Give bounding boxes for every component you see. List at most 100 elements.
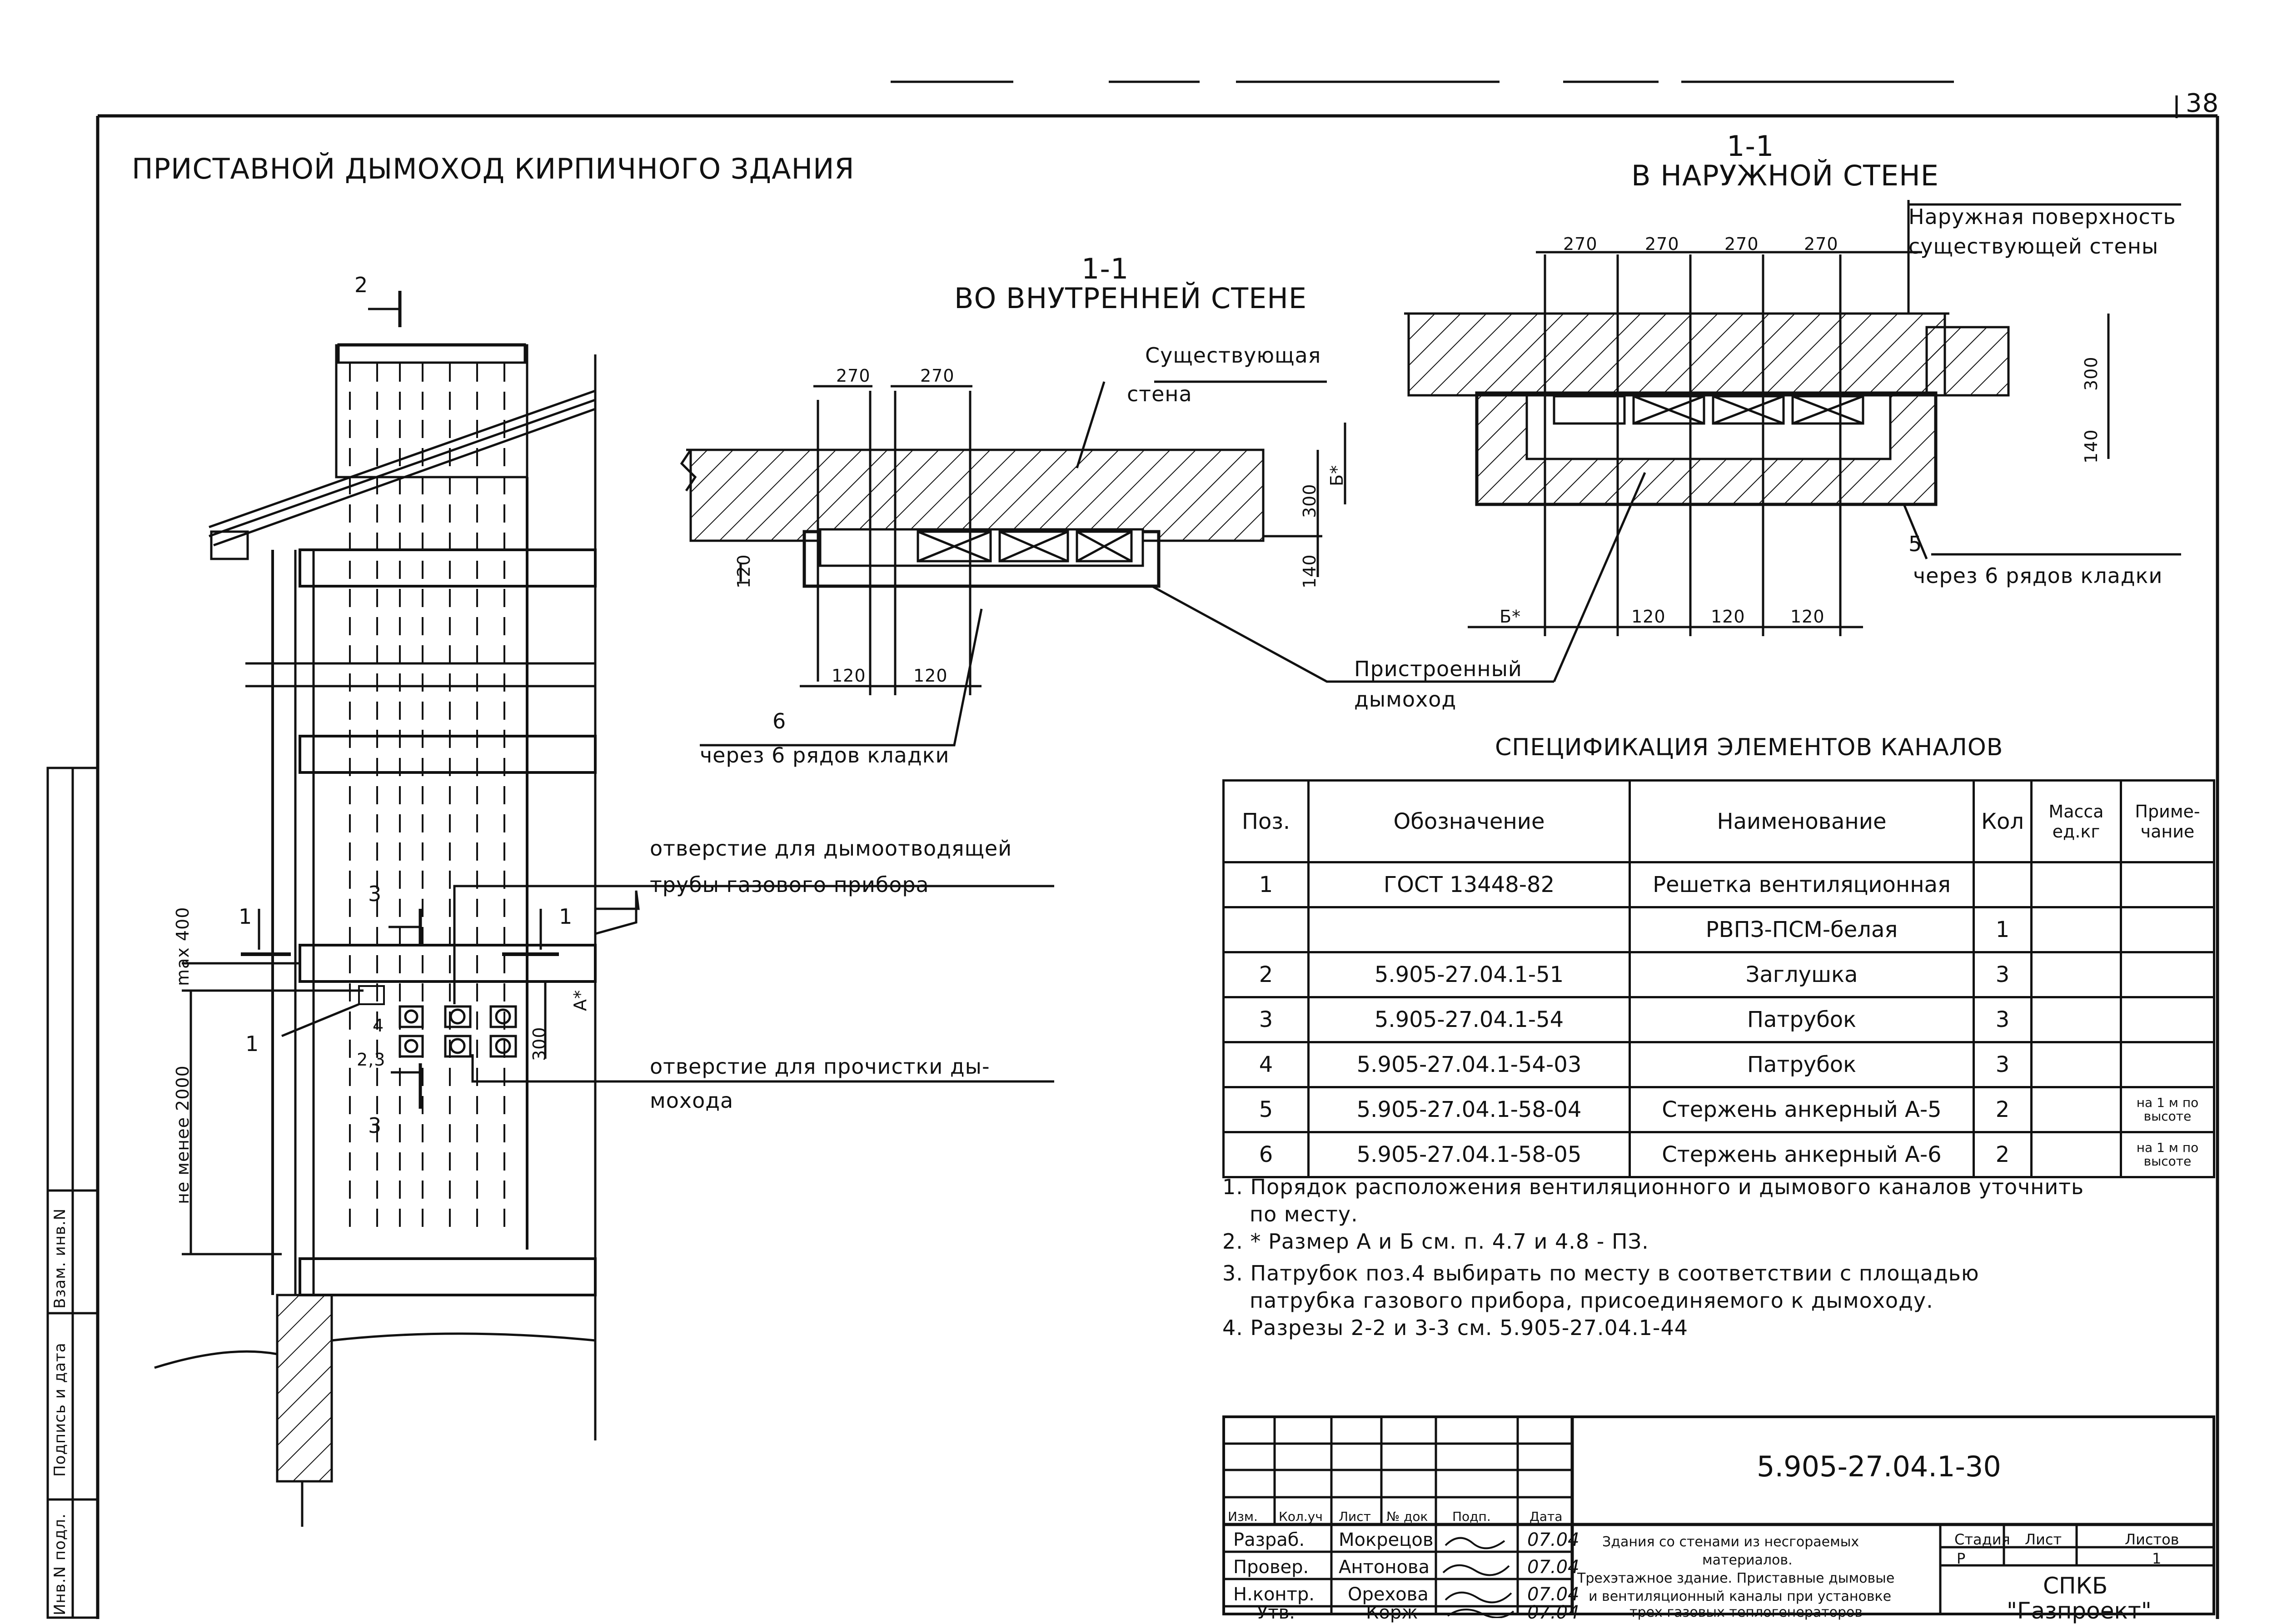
role-checker: Провер. (1233, 1557, 1309, 1578)
date-checker: 07.04 (1527, 1557, 1579, 1578)
clean-hole-label-2: мохода (650, 1088, 734, 1113)
cell (2030, 1086, 2122, 1133)
dim-120-2: 120 (913, 666, 948, 686)
inner-section-number: 1-1 (1081, 252, 1129, 285)
tb-col-qty: Кол.уч (1279, 1509, 1323, 1524)
cell: Патрубок (1629, 1041, 1975, 1088)
role-approver: Утв. (1257, 1602, 1295, 1623)
table-row: 2 5.905-27.04.1-51 Заглушка 3 (1222, 951, 2215, 998)
dim-270-3: 270 (1563, 234, 1598, 254)
outer-surface-label-2: существующей стены (1908, 234, 2159, 259)
spec-header-qty: Кол (1973, 779, 2033, 863)
outer-section-title: В НАРУЖНОЙ СТЕНЕ (1631, 159, 1939, 192)
cell (1307, 906, 1631, 953)
page-title: ПРИСТАВНОЙ ДЫМОХОД КИРПИЧНОГО ЗДАНИЯ (132, 152, 855, 185)
dim-120-3: 120 (1631, 607, 1666, 627)
cell: 5.905-27.04.1-58-05 (1307, 1131, 1631, 1178)
cut-mark-3a: 3 (368, 882, 382, 906)
inner-section-title: ВО ВНУТРЕННЕЙ СТЕНЕ (954, 282, 1307, 315)
cell (2030, 1041, 2122, 1088)
cell: 3 (1973, 951, 2033, 998)
pos6-label: 6 (772, 709, 787, 733)
cut-mark-1b: 1 (559, 904, 573, 929)
name-checker: Антонова (1339, 1557, 1430, 1578)
cell (2120, 861, 2215, 908)
dim-120-inner-v: 120 (734, 554, 754, 588)
cell (1973, 861, 2033, 908)
desc-line-1: Здания со стенами из несгораемых (1602, 1534, 1859, 1550)
spec-title: СПЕЦИФИКАЦИЯ ЭЛЕМЕНТОВ КАНАЛОВ (1495, 734, 2003, 761)
dim-270-4: 270 (1645, 234, 1679, 254)
pos23-mark: 2,3 (357, 1050, 386, 1070)
sheets-value: 1 (2152, 1550, 2162, 1567)
cell: 5.905-27.04.1-54 (1307, 996, 1631, 1043)
dim-120-4: 120 (1711, 607, 1745, 627)
tb-col-doc: № док (1386, 1509, 1428, 1524)
attached-chimney-label-2: дымоход (1354, 687, 1457, 712)
stamp-signature-date: Подпись и дата (51, 1342, 69, 1477)
cell (2030, 1131, 2122, 1178)
dim-300-inner: 300 (1300, 483, 1320, 518)
cell (2030, 906, 2122, 953)
spec-header-row: Поз. Обозначение Наименование Кол Масса … (1222, 779, 2215, 863)
cell: 2 (1973, 1086, 2033, 1133)
dim-270-6: 270 (1804, 234, 1839, 254)
note-3-cont: патрубка газового прибора, присоединяемо… (1250, 1288, 1933, 1313)
pos4-mark: 4 (373, 1016, 384, 1036)
dim-140-inner: 140 (1300, 554, 1320, 588)
cell: ГОСТ 13448-82 (1307, 861, 1631, 908)
cell: 1 (1973, 906, 2033, 953)
existing-wall-label-2: стена (1127, 382, 1192, 406)
cell: 1 (1222, 861, 1310, 908)
name-developer: Мокрецов (1339, 1529, 1434, 1550)
dim-min2000: не менее 2000 (173, 1065, 193, 1204)
dim-120-1: 120 (832, 666, 866, 686)
date-norm-control: 07.04 (1527, 1584, 1579, 1605)
desc-line-3: Трехэтажное здание. Приставные дымовые (1577, 1570, 1895, 1586)
role-norm-control: Н.контр. (1233, 1584, 1315, 1605)
role-developer: Разраб. (1233, 1529, 1305, 1550)
cell: Решетка вентиляционная (1629, 861, 1975, 908)
cell: 5.905-27.04.1-51 (1307, 951, 1631, 998)
cell: 2 (1222, 951, 1310, 998)
spec-table: Поз. Обозначение Наименование Кол Масса … (1222, 779, 2215, 1178)
stage-value: Р (1957, 1550, 1966, 1567)
note-4: 4. Разрезы 2-2 и 3-3 см. 5.905-27.04.1-4… (1222, 1315, 1689, 1340)
table-row: РВПЗ-ПСМ-белая 1 (1222, 906, 2215, 953)
signatures (1442, 1537, 1515, 1618)
dim-max400: max 400 (173, 907, 193, 986)
desc-line-5: трех газовых теплогенераторов (1629, 1604, 1863, 1620)
every6-rows-outer: через 6 рядов кладки (1913, 563, 2163, 588)
drawing-code: 5.905-27.04.1-30 (1757, 1450, 2001, 1483)
cell: 2 (1973, 1131, 2033, 1178)
cell: 4 (1222, 1041, 1310, 1088)
sheet-label: Лист (2025, 1531, 2062, 1548)
cut-mark-3b: 3 (368, 1113, 382, 1138)
smoke-hole-label-2: трубы газового прибора (650, 872, 929, 897)
spec-header-note: Приме-чание (2120, 779, 2215, 863)
table-row: 4 5.905-27.04.1-54-03 Патрубок 3 (1222, 1041, 2215, 1088)
table-row: 5 5.905-27.04.1-58-04 Стержень анкерный … (1222, 1086, 2215, 1133)
cell (2030, 861, 2122, 908)
stamp-replace-inv: Взам. инв.N (51, 1208, 69, 1309)
cell: 3 (1222, 996, 1310, 1043)
tb-col-sign: Подп. (1452, 1509, 1491, 1524)
tb-col-sheet: Лист (1339, 1509, 1371, 1524)
dim-300-elev: 300 (529, 1026, 549, 1061)
cut-mark-1a: 1 (239, 904, 253, 929)
cell (2120, 1041, 2215, 1088)
note-1: 1. Порядок расположения вентиляционного … (1222, 1175, 2084, 1199)
attached-chimney-label: Пристроенный (1354, 657, 1522, 681)
cell: на 1 м по высоте (2120, 1086, 2215, 1133)
desc-line-2: материалов. (1702, 1552, 1793, 1568)
name-approver: Корж (1366, 1602, 1418, 1623)
date-developer: 07.04 (1527, 1529, 1579, 1550)
dim-270-5: 270 (1724, 234, 1759, 254)
existing-wall-label: Существующая (1145, 343, 1321, 368)
cell: 3 (1973, 996, 2033, 1043)
cell: 3 (1973, 1041, 2033, 1088)
org-name: СПКБ (2043, 1573, 2108, 1599)
dim-120-5: 120 (1790, 607, 1825, 627)
cell: Патрубок (1629, 996, 1975, 1043)
